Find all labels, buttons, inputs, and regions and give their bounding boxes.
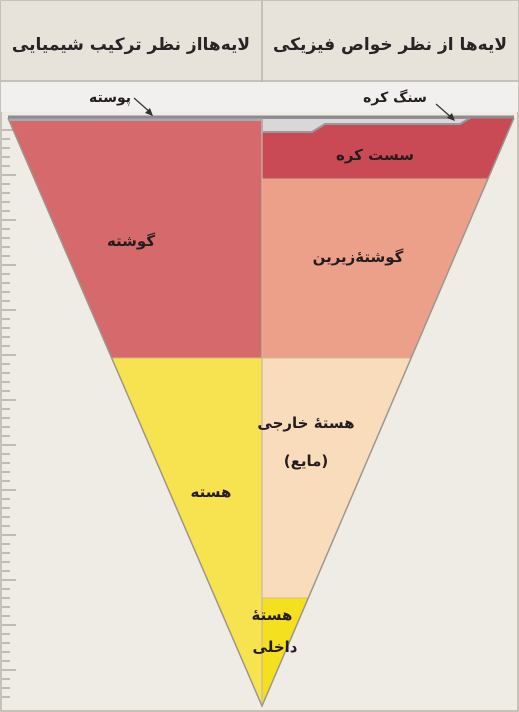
label-outer-core-1: هستهٔ خارجی <box>257 414 354 432</box>
crust-band <box>1 82 518 112</box>
label-crust: پوسته <box>89 90 131 106</box>
header-chemical: لایه‌هااز نظر ترکیب شیمیایی <box>12 35 250 55</box>
label-core: هسته <box>191 483 232 501</box>
label-mantle: گوشته <box>107 232 155 250</box>
label-outer-core-2: (مایع) <box>284 452 329 470</box>
label-asthenosphere: سست کره <box>336 146 414 164</box>
label-inner-core-2: داخلی <box>253 638 298 656</box>
label-lithosphere: سنگ کره <box>363 89 427 106</box>
header-row <box>1 1 518 81</box>
crust-arrow-head <box>145 108 153 116</box>
label-inner-core-1: هستهٔ <box>252 606 293 624</box>
wedge-outline <box>7 117 515 708</box>
header-physical: لایه‌ها از نظر خواص فیزیکی <box>273 35 507 55</box>
label-lower-mantle: گوشتهٔ‌زیرین <box>313 248 404 266</box>
lithosphere-arrow-head <box>447 113 455 121</box>
depth-scale <box>2 129 16 698</box>
crust-layer <box>8 118 262 121</box>
